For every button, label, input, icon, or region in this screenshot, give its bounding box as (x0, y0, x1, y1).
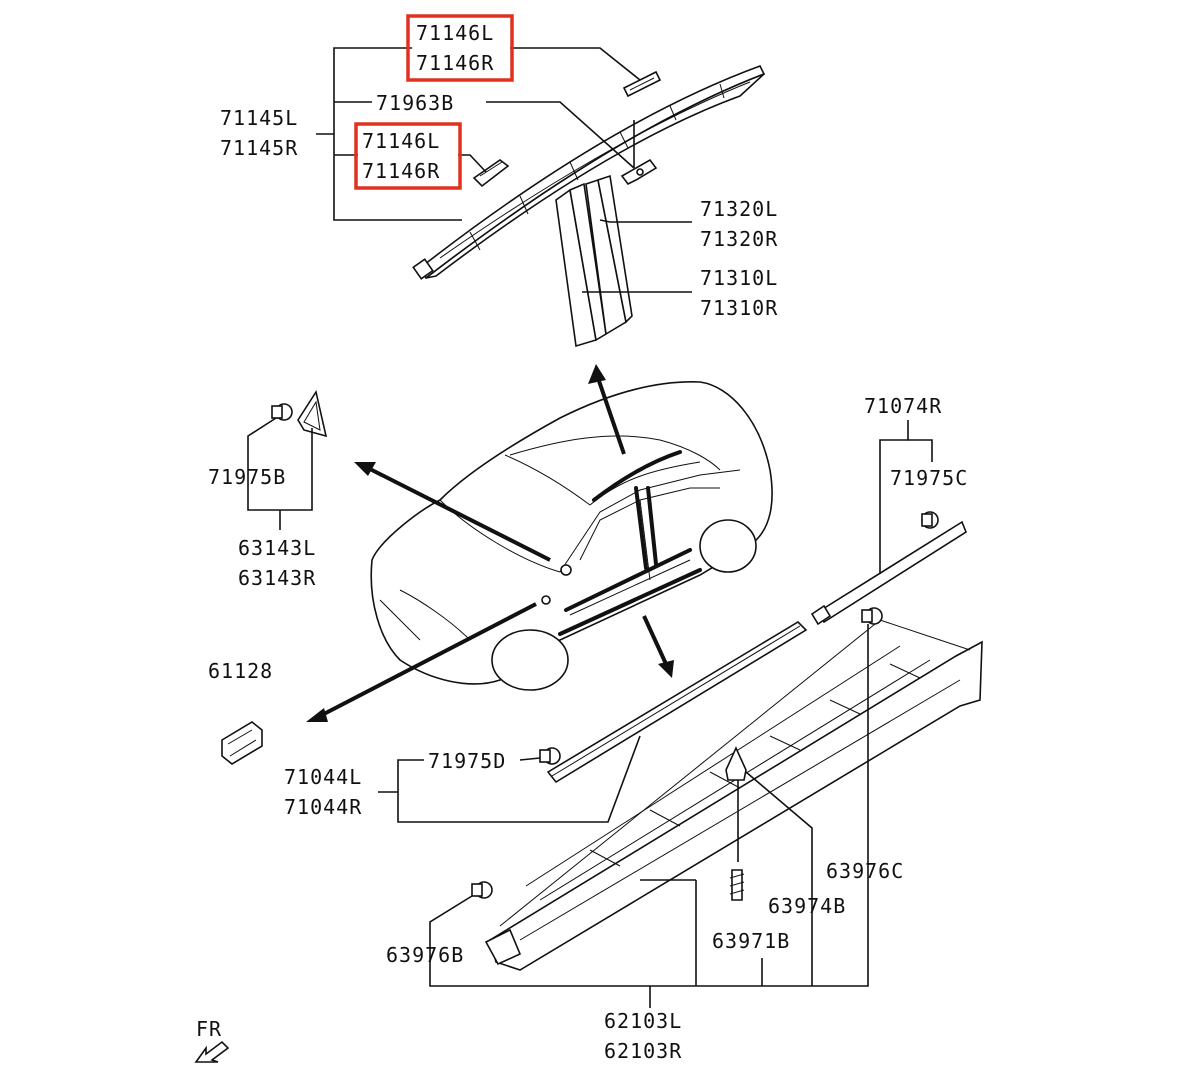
label-71975C[interactable]: 71975C (890, 466, 968, 490)
highlight-box-mid (354, 122, 462, 190)
label-62103L[interactable]: 62103L (604, 1009, 682, 1033)
clip-71963B (620, 158, 658, 186)
label-71975B[interactable]: 71975B (208, 465, 286, 489)
label-71963B[interactable]: 71963B (376, 91, 454, 115)
label-71146L-top[interactable]: 71146L (416, 21, 494, 45)
label-62103R[interactable]: 62103R (604, 1039, 682, 1063)
label-71074R[interactable]: 71074R (864, 394, 942, 418)
fasteners-sill (471, 607, 883, 901)
part-labels: 71146L 71146R 71963B 71145L 71145R 71146… (196, 21, 968, 1063)
side-marker-61128 (221, 721, 263, 765)
label-71310L[interactable]: 71310L (700, 266, 778, 290)
label-63143R[interactable]: 63143R (238, 566, 316, 590)
leader-lines-right-top (879, 420, 933, 574)
callout-arrows (306, 364, 674, 722)
highlight-box-top (406, 14, 514, 82)
waist-molding-71074 (810, 511, 967, 626)
leader-lines-sill (429, 624, 869, 1008)
label-71044R[interactable]: 71044R (284, 795, 362, 819)
label-71146L-mid[interactable]: 71146L (362, 129, 440, 153)
label-71146R-top[interactable]: 71146R (416, 51, 494, 75)
leader-lines-left (247, 417, 313, 530)
label-71320R[interactable]: 71320R (700, 227, 778, 251)
roof-molding-part (412, 65, 766, 280)
label-63974B[interactable]: 63974B (768, 894, 846, 918)
label-71146R-mid[interactable]: 71146R (362, 159, 440, 183)
label-71044L[interactable]: 71044L (284, 765, 362, 789)
mirror-garnish-63143 (297, 389, 328, 438)
clip-71146-mid (472, 159, 510, 188)
fastener-71975B (271, 403, 293, 421)
pillar-garnish-part (555, 174, 633, 348)
label-71145R[interactable]: 71145R (220, 136, 298, 160)
label-63971B[interactable]: 63971B (712, 929, 790, 953)
leader-lines-top (316, 47, 692, 293)
label-63976C[interactable]: 63976C (826, 859, 904, 883)
front-direction-arrow (194, 1040, 230, 1063)
car-body-illustration (370, 381, 773, 691)
label-63976B[interactable]: 63976B (386, 943, 464, 967)
label-71310R[interactable]: 71310R (700, 296, 778, 320)
label-71145L[interactable]: 71145L (220, 106, 298, 130)
leader-lines-door (378, 735, 641, 823)
label-fr: FR (196, 1017, 222, 1041)
label-71975D[interactable]: 71975D (428, 749, 506, 773)
label-71320L[interactable]: 71320L (700, 197, 778, 221)
label-61128[interactable]: 61128 (208, 659, 273, 683)
door-molding-71044 (539, 620, 808, 784)
clip-71146-top (622, 70, 662, 98)
label-63143L[interactable]: 63143L (238, 536, 316, 560)
